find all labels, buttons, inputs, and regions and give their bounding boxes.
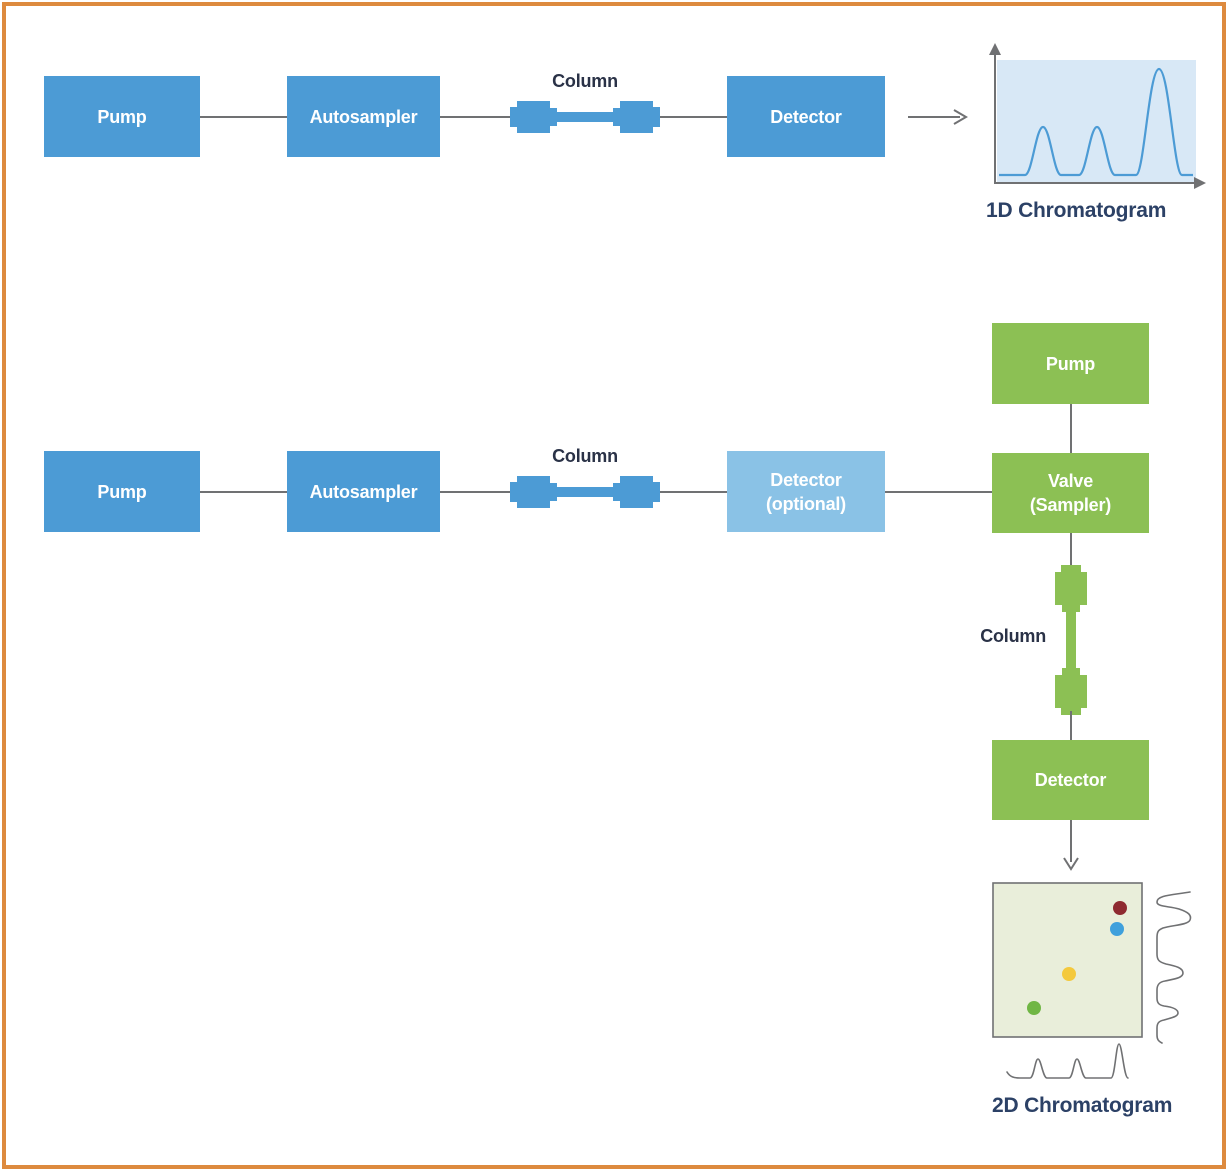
autosampler-box-1d: Autosampler (287, 76, 440, 157)
spot-blue (1110, 922, 1124, 936)
bottom-marginal-trace (1006, 1043, 1129, 1079)
connector-pump-autosampler-1d (200, 116, 287, 118)
arrow-down-icon (1063, 857, 1079, 871)
chromatogram-2d-plot (992, 882, 1192, 1079)
plot-2d-background (992, 882, 1143, 1038)
pump-box-1d: Pump (44, 76, 200, 157)
valve-sampler-box: Valve (Sampler) (992, 453, 1149, 533)
connector-detector-valve (885, 491, 992, 493)
plot-1d-background (997, 60, 1196, 182)
signal-trace-1d (999, 67, 1193, 177)
connector-pump-valve-vertical (1070, 404, 1072, 453)
autosampler-box-2d: Autosampler (287, 451, 440, 532)
column-icon-shape (510, 101, 660, 133)
detector-optional-label-line2: (optional) (766, 493, 846, 514)
second-dim-pump-label: Pump (1045, 353, 1096, 374)
column-label-1d: Column (552, 71, 618, 91)
column-label-2d: Column (552, 446, 618, 466)
y-axis-arrowhead (989, 43, 1001, 55)
column-icon-2d (510, 476, 660, 508)
connector-autosampler-column-2d (440, 491, 512, 493)
detector-optional-label-line1: Detector (770, 469, 842, 490)
right-marginal-trace (1156, 891, 1192, 1044)
connector-column-detector-vertical (1070, 711, 1072, 740)
valve-label-line1: Valve (1047, 471, 1094, 491)
connector-column-detector-1d (660, 116, 727, 118)
detector-box-1d: Detector (727, 76, 885, 157)
column-icon-shape (510, 476, 660, 508)
chromatogram-2d-caption: 2D Chromatogram (992, 1094, 1173, 1117)
second-dim-column-label: Column (980, 626, 1046, 646)
chromatogram-1d-caption: 1D Chromatogram (986, 199, 1167, 222)
spot-dark-red (1113, 901, 1127, 915)
column-icon-shape (1055, 565, 1087, 715)
arrow-shaft-detector-to-2d-chart (1070, 820, 1072, 862)
pump-box-2d: Pump (44, 451, 200, 532)
spot-green (1027, 1001, 1041, 1015)
arrow-shaft-detector-to-1d-chart (908, 116, 960, 118)
valve-label-line2: (Sampler) (1029, 495, 1112, 515)
detector-optional-box: Detector (optional) (727, 451, 885, 532)
second-dim-column-icon (1055, 565, 1087, 715)
connector-valve-column-vertical (1070, 533, 1072, 567)
connector-pump-autosampler-2d (200, 491, 287, 493)
arrow-right-icon (953, 109, 968, 125)
column-icon-1d (510, 101, 660, 133)
second-dim-pump-box: Pump (992, 323, 1149, 404)
chromatogram-1d-plot (989, 43, 1206, 189)
detector-label-1d: Detector (770, 106, 842, 127)
autosampler-label-2d: Autosampler (309, 481, 418, 502)
second-dim-detector-box: Detector (992, 740, 1149, 820)
connector-column-detector-2d (660, 491, 727, 493)
pump-label-1d: Pump (97, 106, 147, 127)
second-dim-detector-label: Detector (1034, 770, 1107, 790)
autosampler-label-1d: Autosampler (309, 106, 418, 127)
x-axis-arrowhead (1194, 177, 1206, 189)
pump-label-2d: Pump (97, 481, 147, 502)
spot-yellow (1062, 967, 1076, 981)
connector-autosampler-column-1d (440, 116, 512, 118)
